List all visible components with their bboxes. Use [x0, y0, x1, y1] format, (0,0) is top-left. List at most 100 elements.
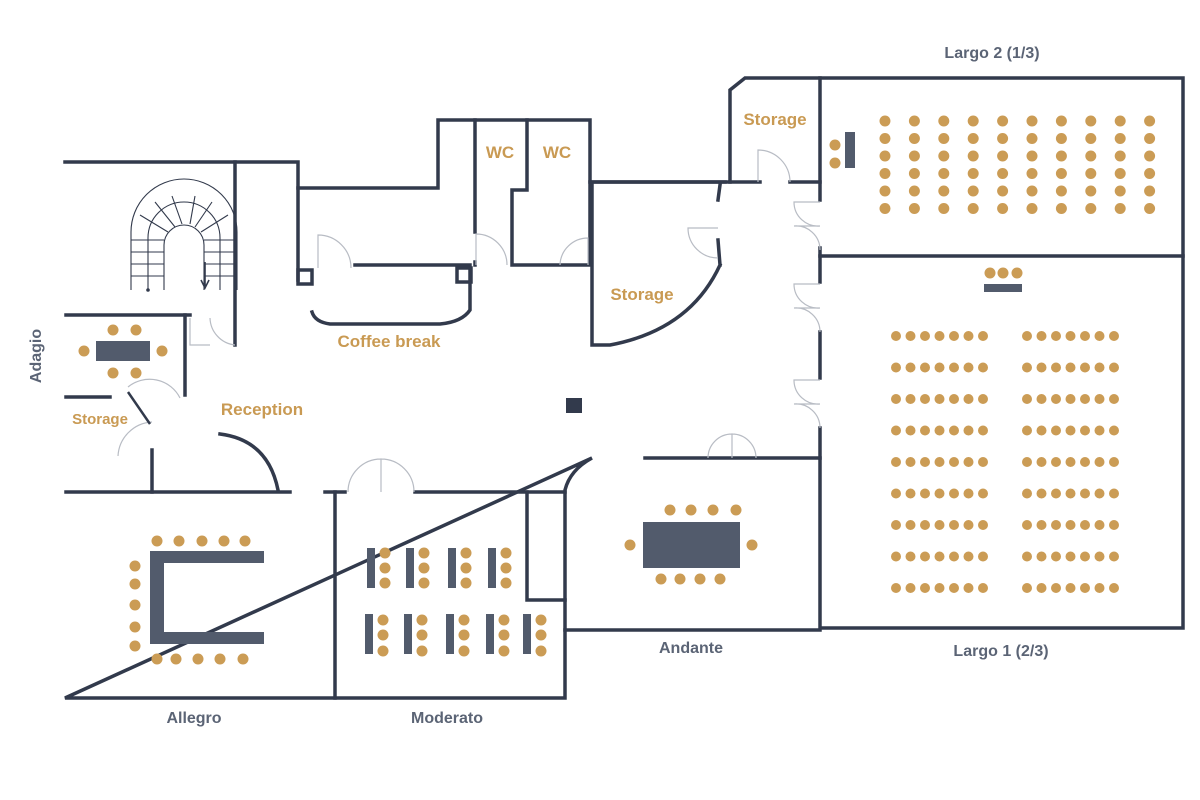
chair — [934, 362, 945, 373]
chair — [379, 562, 391, 574]
chair — [963, 488, 974, 499]
chair — [920, 331, 930, 341]
chair — [498, 614, 510, 626]
chair — [500, 562, 512, 574]
chair — [905, 425, 916, 436]
chair — [500, 577, 512, 589]
chair — [107, 367, 119, 379]
room-label-allegro: Allegro — [166, 710, 221, 727]
chair — [879, 168, 891, 179]
chair — [984, 267, 996, 279]
door — [475, 233, 508, 266]
chair — [949, 583, 959, 593]
chair — [130, 324, 142, 336]
chair — [460, 547, 472, 559]
chair — [1094, 583, 1105, 593]
chair — [1026, 115, 1038, 127]
chair — [891, 520, 901, 530]
chair — [1055, 150, 1067, 162]
chair — [938, 168, 950, 179]
chair — [1065, 362, 1076, 373]
chair — [1026, 185, 1038, 197]
post — [296, 268, 314, 286]
chair — [1026, 203, 1038, 214]
moderato-closet-wall — [525, 490, 567, 602]
chair — [963, 520, 974, 530]
chair — [891, 362, 901, 373]
chair — [196, 535, 208, 547]
zone-label-reception: Reception — [221, 400, 303, 419]
chair — [664, 504, 676, 516]
room-label-andante: Andante — [659, 640, 723, 657]
walls — [63, 76, 1185, 700]
chair — [730, 504, 742, 516]
chair — [1065, 520, 1076, 530]
chair — [458, 614, 470, 626]
chair — [891, 488, 901, 499]
chair — [978, 425, 988, 436]
chair — [934, 551, 945, 562]
chair — [1080, 520, 1090, 530]
chair — [1080, 551, 1090, 562]
chair — [997, 133, 1009, 144]
labels: Largo 2 (1/3) Largo 1 (2/3) Andante Mode… — [28, 45, 1049, 727]
chair — [963, 583, 974, 593]
staircase — [130, 178, 238, 292]
chair — [416, 645, 428, 657]
table — [446, 614, 454, 654]
door — [687, 227, 719, 259]
room-label-adagio: Adagio — [28, 329, 45, 383]
chair — [1094, 362, 1105, 373]
chair — [1085, 133, 1097, 144]
chair — [192, 653, 204, 665]
chair — [1144, 203, 1156, 214]
table — [404, 614, 412, 654]
door — [317, 234, 352, 269]
chair — [1109, 362, 1119, 373]
coffee-break-wall — [296, 186, 472, 326]
chair — [78, 345, 90, 357]
chair — [978, 457, 988, 467]
chair — [949, 362, 959, 373]
chair — [879, 150, 891, 162]
door — [559, 237, 589, 266]
chair — [1055, 133, 1067, 144]
chair — [498, 629, 510, 641]
chair — [129, 599, 141, 611]
chair — [949, 394, 959, 404]
chair — [107, 324, 119, 336]
chair — [908, 115, 920, 127]
chair — [934, 457, 945, 467]
chair — [1036, 425, 1047, 436]
chair — [129, 578, 141, 590]
chair — [458, 645, 470, 657]
chair — [908, 133, 920, 144]
chair — [938, 150, 950, 162]
chair — [1114, 203, 1126, 214]
chair — [934, 520, 945, 530]
chair — [1022, 394, 1032, 404]
chair — [377, 629, 389, 641]
chair — [1065, 583, 1076, 593]
zone-label-storage-top-right: Storage — [743, 110, 806, 129]
chair — [535, 629, 547, 641]
chair — [1051, 488, 1061, 499]
chair — [1080, 394, 1090, 404]
chair — [963, 457, 974, 467]
chair — [905, 583, 916, 593]
chair — [879, 203, 891, 214]
door — [126, 391, 152, 425]
chair — [891, 457, 901, 467]
chair — [891, 551, 901, 562]
chair — [379, 547, 391, 559]
chair — [1080, 331, 1090, 341]
chair — [908, 185, 920, 197]
chair — [978, 331, 988, 341]
chair — [949, 520, 959, 530]
chair — [714, 573, 726, 585]
chair — [934, 425, 945, 436]
chair — [1051, 331, 1061, 341]
chair — [905, 488, 916, 499]
door — [757, 149, 791, 183]
